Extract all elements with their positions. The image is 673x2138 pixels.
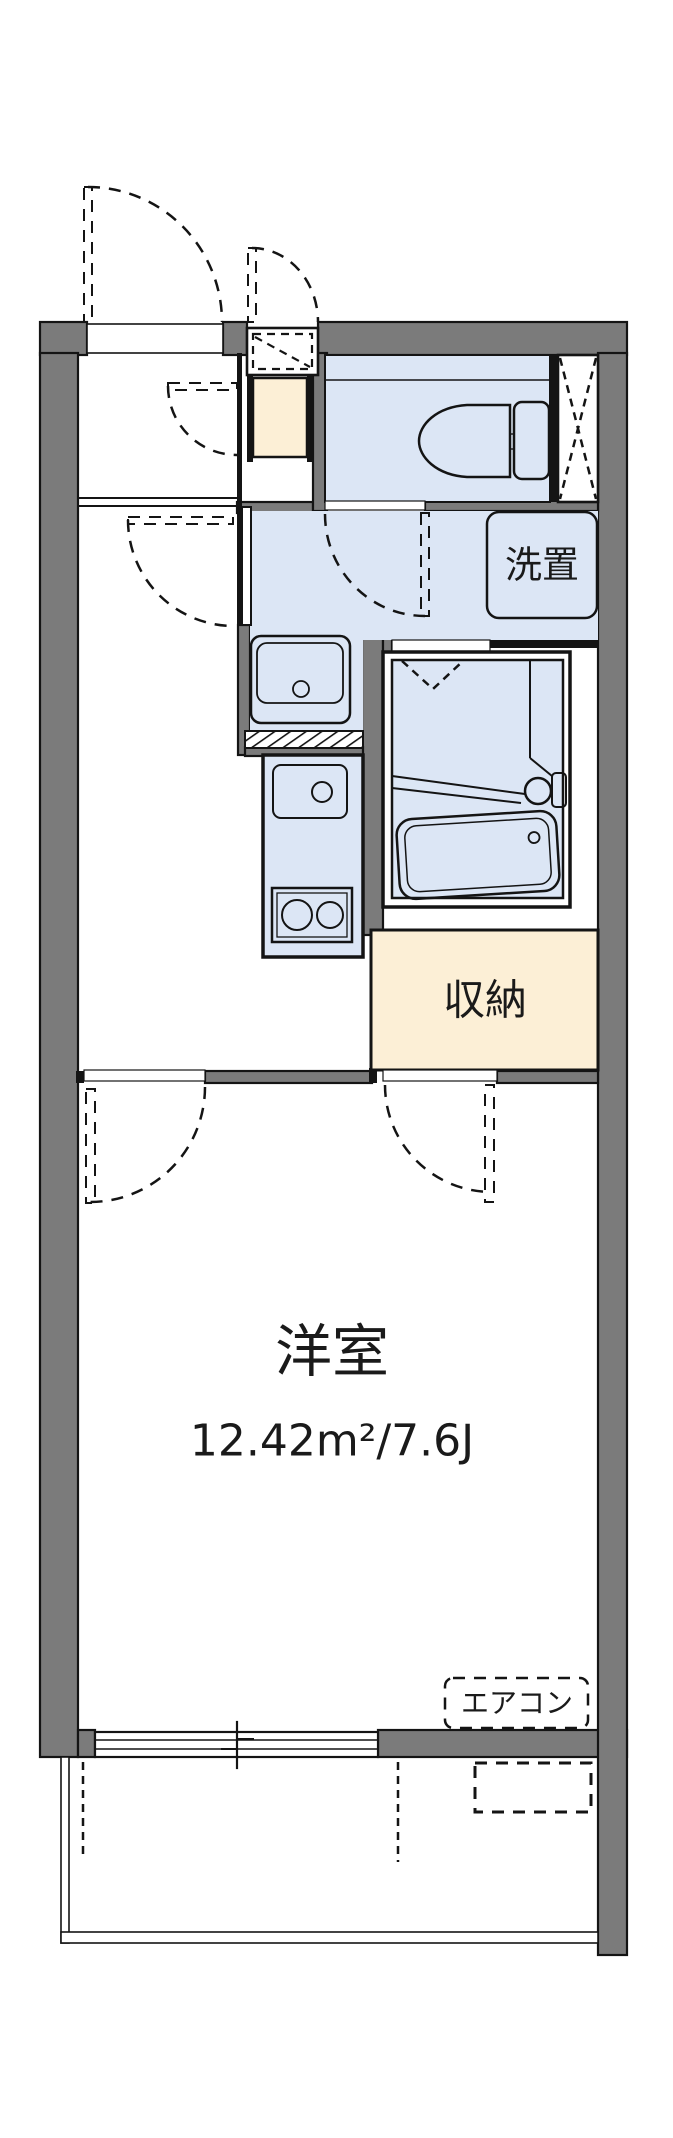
toilet-doorway [324,500,426,511]
cream-areas [251,376,600,1072]
balcony-and-window [60,1720,599,1944]
left-wall [38,351,80,1759]
aircon-label: エアコン [461,1687,573,1720]
genkan-door-leaf [167,382,238,391]
main-room-label: 洋室 [275,1319,389,1385]
bath-shelf-icon [551,772,567,808]
washer-place-box [485,510,599,620]
corridor-door-leaf [127,516,234,525]
unit-bath [381,650,572,909]
top-wall-left [38,320,89,357]
genkan-left-border [247,375,253,462]
stove-icon [270,886,354,944]
pipe-shaft-x-icon [558,357,598,500]
kitchen-sink-icon [272,764,348,819]
meter-box-inner [251,332,314,371]
aircon-label-box [443,1676,590,1730]
storage-closet [369,928,600,1072]
bath-door-post [381,636,394,654]
bathtub-icon [395,809,561,901]
bath-control-icon [523,776,553,806]
entrance-door-arc [87,185,224,323]
balcony-bottom-rail [60,1931,599,1944]
balcony-left-rail [60,1756,70,1944]
genkan-area [251,376,309,459]
room-top-wall-right [495,1069,600,1085]
openings-and-shafts [83,323,600,1082]
room-door-leaf [85,1088,96,1204]
closet-door-leaf [484,1084,495,1203]
hall-divider-wall [237,353,242,625]
closet-wall-stub [369,1068,377,1083]
genkan-right-border [307,375,313,462]
washroom-bottom-wall [490,639,598,648]
top-wall-mid [221,320,249,357]
entrance-opening [86,323,224,354]
ac-outdoor-unit-box [473,1761,593,1814]
genkan-door-arc [166,385,238,457]
bath-doorway [391,639,491,653]
top-wall-right [316,320,629,357]
room-wall-stub [76,1071,84,1083]
washroom-left-wall [241,506,252,626]
kitchen-unit [261,753,365,959]
closet-doorway [382,1069,498,1082]
outer-walls [38,320,629,1957]
room-doorway-left [83,1069,206,1082]
bottom-wall-right [376,1728,629,1759]
counter-hatch-strip [244,730,364,749]
meterbox-door-arc [251,246,320,323]
window-center-mark [221,1720,254,1770]
door-swings [83,185,495,1204]
drain-icon [527,831,541,844]
bottom-wall-left [76,1728,97,1759]
toilet-ps-divider [550,355,558,502]
meterbox-door-leaf [247,247,257,323]
black-wall-pieces [76,353,598,1083]
storage-label: 収納 [443,976,527,1025]
toilet-door-arc [323,513,426,618]
main-room-size: 12.42m²/7.6J [190,1416,474,1467]
faucet-icon [311,781,333,803]
hall-step-lines [77,497,238,507]
entrance-door-leaf [83,186,93,323]
toilet-icon [417,400,551,481]
wash-basin-icon [249,634,352,725]
corridor-door-arc [126,519,235,628]
room-door-arc [89,1086,207,1204]
right-wall [596,351,629,1957]
meter-box-diagonal [254,336,311,368]
washer-place-label: 洗置 [505,544,579,587]
kitchen-bath-wall [360,636,385,937]
closet-door-arc [383,1084,493,1194]
water-areas [250,354,599,735]
room-top-wall-mid [203,1069,374,1085]
